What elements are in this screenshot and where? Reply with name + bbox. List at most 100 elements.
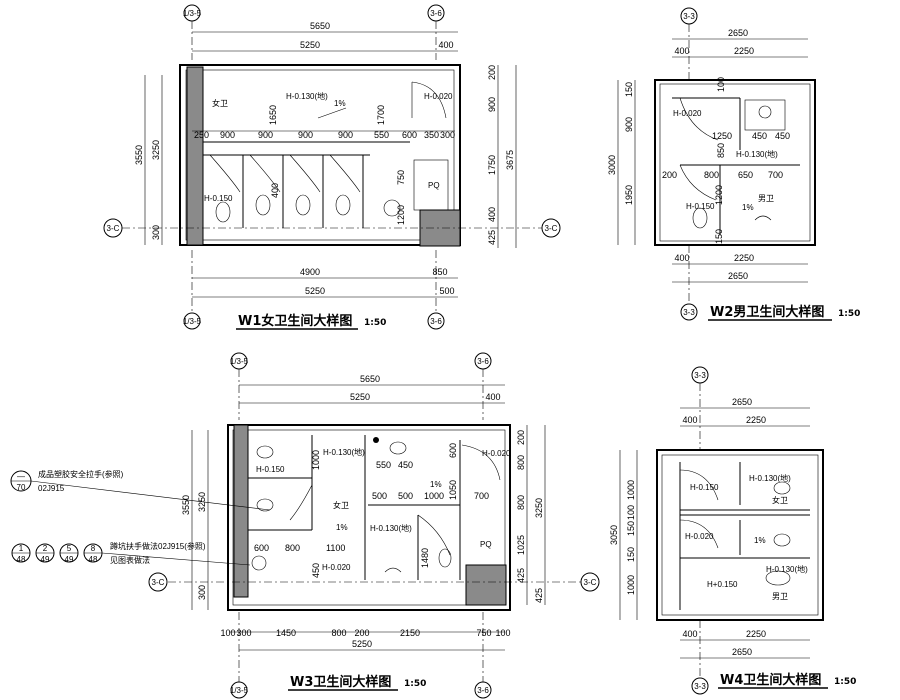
dim-left-4: 1000: [626, 575, 636, 595]
axis-top: 3-3: [694, 371, 706, 380]
dim-inner-5: 200: [662, 170, 677, 180]
dim-top-1: 2250: [734, 46, 754, 56]
note-1-line1: 成品塑胶安全拉手(参照): [38, 469, 124, 479]
dim-top-span: 5250: [300, 40, 320, 50]
axis-bubble-left-bottom: 1/3-5: [230, 686, 249, 695]
slope-label-2: 1%: [430, 480, 442, 489]
floor-level-label: H-0.130(地): [749, 473, 791, 483]
dim-right-0: 200: [487, 65, 497, 80]
dim-left-end: 300: [197, 585, 207, 600]
dim-inner-6: 1000: [424, 491, 444, 501]
slope-label: 1%: [754, 536, 766, 545]
axis-row-right: 3-C: [545, 224, 558, 233]
stall-level-label-2: H+0.150: [707, 580, 738, 589]
dim-right-total: 3250: [534, 498, 544, 518]
axis-bottom: 3-3: [683, 308, 695, 317]
dim-inner-0: 1000: [311, 450, 321, 470]
plan-scale: 1:50: [364, 318, 386, 328]
plan-title: W4卫生间大样图: [720, 672, 821, 688]
ref-4-top: 8: [91, 544, 96, 553]
dim-inner-8: 1050: [448, 480, 458, 500]
floor-level-label: H-0.130(地): [323, 447, 365, 457]
dim-right-end: 425: [534, 588, 544, 603]
dim-bottom-total: 2650: [728, 271, 748, 281]
dim-inner-2: 450: [752, 131, 767, 141]
dim-left-span: 3250: [151, 140, 161, 160]
dim-left-total: 3000: [607, 155, 617, 175]
dim-top-span: 5250: [350, 392, 370, 402]
dim-row-5: 550: [374, 130, 389, 140]
stall-level-label: H-0.150: [686, 202, 715, 211]
dim-bottom-0: 400: [674, 253, 689, 263]
dim-inner-4: 500: [372, 491, 387, 501]
plan-title: W2男卫生间大样图: [710, 304, 824, 320]
stall-level-label: H-0.150: [256, 465, 285, 474]
dim-bottom-6: 750: [476, 628, 491, 638]
plan-title: W3卫生间大样图: [290, 674, 391, 690]
ref-1-top: 1: [19, 544, 24, 553]
dim-left-0: 1000: [626, 480, 636, 500]
plan-w4: 3-3 2650 400 2250 H-0.130(地) H-0.150 女卫 …: [609, 366, 856, 695]
plan-scale: 1:50: [404, 679, 426, 689]
axis-bubble-left: 1/3-5: [230, 357, 249, 366]
dim-top-end: 400: [438, 40, 453, 50]
note-symbol-top: —: [17, 472, 25, 481]
plan-w2: 3-3 2650 400 2250 H-0.020 H-0.130(地) H-0…: [607, 7, 860, 321]
dim-inner-2: 450: [398, 460, 413, 470]
dim-right-2: 1750: [487, 155, 497, 175]
dim-inner-3: 1200: [396, 205, 406, 225]
dim-row-7: 350: [424, 130, 439, 140]
dim-row-8: 300: [440, 130, 455, 140]
axis-bubble-right-bottom: 3-6: [430, 317, 442, 326]
dim-left-1: 900: [624, 117, 634, 132]
dim-inner-11: 1100: [326, 543, 345, 553]
dim-inner-0: 1650: [268, 105, 278, 125]
ref-4-bottom: 48: [89, 555, 98, 564]
dim-left-total: 3550: [181, 495, 191, 515]
dim-top-total: 2650: [728, 28, 748, 38]
dim-inner-0: 100: [716, 77, 726, 92]
floor-level-label-2: H-0.130(地): [370, 523, 412, 533]
dim-row-2: 900: [258, 130, 273, 140]
slope-label: 1%: [336, 523, 348, 532]
dim-top-total: 5650: [310, 21, 330, 31]
shaft-label: PQ: [428, 181, 440, 190]
dim-right-4: 425: [516, 568, 526, 583]
dim-right-4: 425: [487, 230, 497, 245]
dim-left-1: 100: [626, 505, 636, 520]
dim-row-0: 250: [194, 130, 209, 140]
ref-3-top: 5: [67, 544, 72, 553]
dim-inner-7: 700: [474, 491, 489, 501]
floor-level-label: H-0.130(地): [736, 149, 778, 159]
dim-inner-8: 700: [768, 170, 783, 180]
dim-left-2: 1950: [624, 185, 634, 205]
dim-top-0: 400: [682, 415, 697, 425]
room-label: 女卫: [212, 98, 228, 108]
dim-inner-4: 400: [270, 183, 280, 198]
dim-inner-13: 1480: [420, 548, 430, 568]
dim-right-0: 200: [516, 430, 526, 445]
stall-level-label: H-0.150: [204, 194, 233, 203]
dim-left-total: 3550: [134, 145, 144, 165]
dim-row-6: 600: [402, 130, 417, 140]
shaft-label: PQ: [480, 540, 492, 549]
note-1-line2: 02J915: [38, 484, 65, 493]
door-level-label: H-0.020: [322, 563, 351, 572]
dim-inner-2: 750: [396, 170, 406, 185]
ref-1-bottom: 48: [17, 555, 26, 564]
dim-bottom-1: 2250: [746, 629, 766, 639]
dim-bottom-0: 400: [682, 629, 697, 639]
dim-right-3: 1025: [516, 535, 526, 555]
dim-left-total: 3050: [609, 525, 619, 545]
plan-scale: 1:50: [834, 677, 856, 687]
dim-inner-9: 600: [254, 543, 269, 553]
room-label-male: 男卫: [772, 592, 788, 601]
plan-scale: 1:50: [838, 309, 860, 319]
door-level-label: H-0.020: [685, 532, 714, 541]
dim-right-3: 400: [487, 207, 497, 222]
dim-left-0: 150: [624, 82, 634, 97]
axis-bubble-left-bottom: 1/3-5: [183, 317, 202, 326]
stall-level-label: H-0.150: [690, 483, 719, 492]
dim-top-1: 2250: [746, 415, 766, 425]
axis-bubble-right: 3-6: [477, 357, 489, 366]
